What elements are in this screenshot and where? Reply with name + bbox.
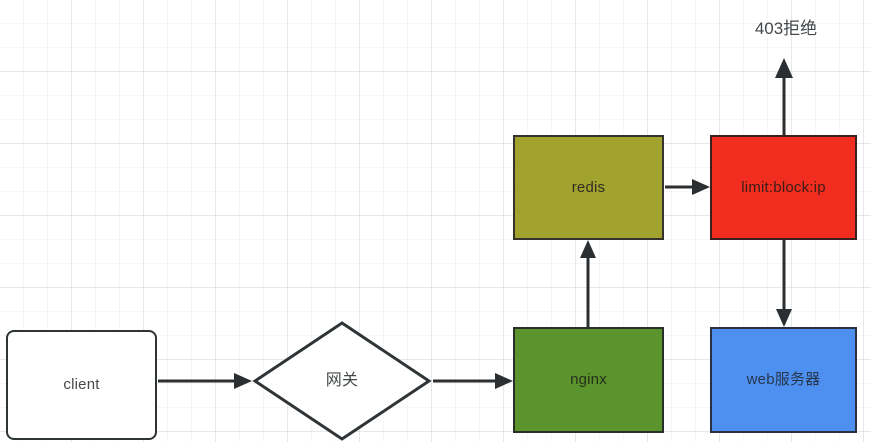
edge-limit-to-reject <box>775 58 793 135</box>
edge-gateway-to-nginx <box>433 373 513 389</box>
edge-nginx-to-redis <box>580 240 596 327</box>
annotation-reject-403: 403拒绝 <box>754 19 818 38</box>
node-limit-block-ip[interactable]: limit:block:ip <box>710 135 857 240</box>
node-redis[interactable]: redis <box>513 135 664 240</box>
node-client[interactable]: client <box>6 330 157 440</box>
edge-redis-to-limit <box>665 179 710 195</box>
node-nginx-label: nginx <box>570 371 607 388</box>
node-redis-label: redis <box>571 178 606 196</box>
edge-client-to-gateway <box>158 373 252 389</box>
diamond-shape <box>252 321 432 441</box>
node-limit-block-ip-label: limit:block:ip <box>741 178 826 196</box>
edge-limit-to-web <box>776 240 792 327</box>
node-client-label: client <box>63 376 100 393</box>
node-nginx[interactable]: nginx <box>513 327 664 433</box>
node-web-server[interactable]: web服务器 <box>710 327 857 433</box>
node-gateway-label: 网关 <box>325 372 359 390</box>
node-gateway[interactable]: 网关 <box>252 320 432 442</box>
node-web-server-label: web服务器 <box>746 371 821 388</box>
